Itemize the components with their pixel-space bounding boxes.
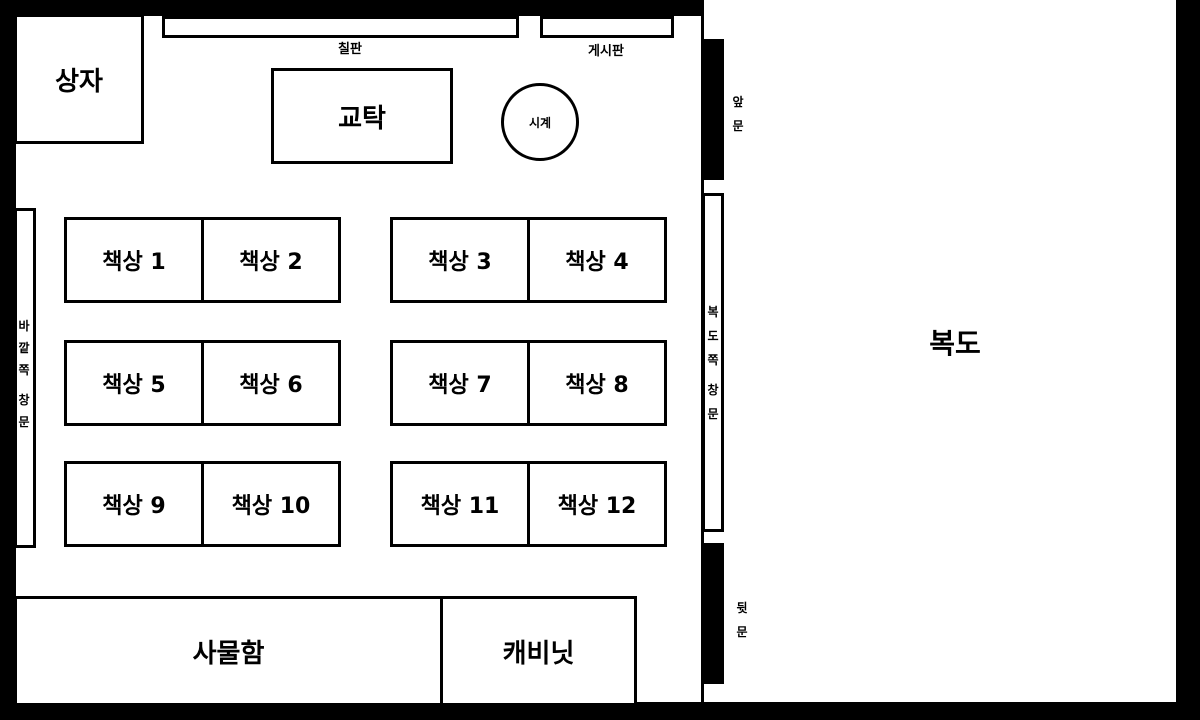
desk-9: 책상 9 xyxy=(64,461,204,547)
back-door xyxy=(704,543,724,684)
back-door-label: 뒷 문 xyxy=(736,601,748,639)
teacher-desk-label: 교탁 xyxy=(338,103,386,134)
desk-2: 책상 2 xyxy=(201,217,341,303)
desk-8: 책상 8 xyxy=(527,340,667,426)
desk-1: 책상 1 xyxy=(64,217,204,303)
front-door-label: 앞 문 xyxy=(732,95,744,133)
desk-4: 책상 4 xyxy=(527,217,667,303)
locker-label: 사물함 xyxy=(192,638,265,669)
cabinet-label: 캐비닛 xyxy=(502,638,575,669)
desk-10: 책상 10 xyxy=(201,461,341,547)
desk-3: 책상 3 xyxy=(390,217,530,303)
hallway-area xyxy=(704,0,1176,702)
outer-window-label: 바 깥 쪽 창 문 xyxy=(18,319,30,429)
desk-5: 책상 5 xyxy=(64,340,204,426)
cabinet: 캐비닛 xyxy=(440,596,637,706)
hallway-label: 복도 xyxy=(929,327,981,360)
desk-11: 책상 11 xyxy=(390,461,530,547)
desk-12: 책상 12 xyxy=(527,461,667,547)
blackboard-label: 칠판 xyxy=(338,42,362,57)
front-door xyxy=(704,39,724,180)
clock-label: 시계 xyxy=(528,115,552,130)
bulletin-board xyxy=(540,16,674,38)
outer-window xyxy=(14,208,36,548)
blackboard xyxy=(162,16,519,38)
desk-7: 책상 7 xyxy=(390,340,530,426)
storage-box: 상자 xyxy=(14,14,144,144)
teacher-desk: 교탁 xyxy=(271,68,453,164)
clock-icon: 시계 xyxy=(501,83,579,161)
bulletin-board-label: 게시판 xyxy=(588,44,624,59)
hallway-window-label: 복 도 쪽 창 문 xyxy=(707,305,719,421)
storage-box-label: 상자 xyxy=(55,66,103,97)
hallway-window xyxy=(702,193,724,532)
locker: 사물함 xyxy=(14,596,443,706)
desk-6: 책상 6 xyxy=(201,340,341,426)
